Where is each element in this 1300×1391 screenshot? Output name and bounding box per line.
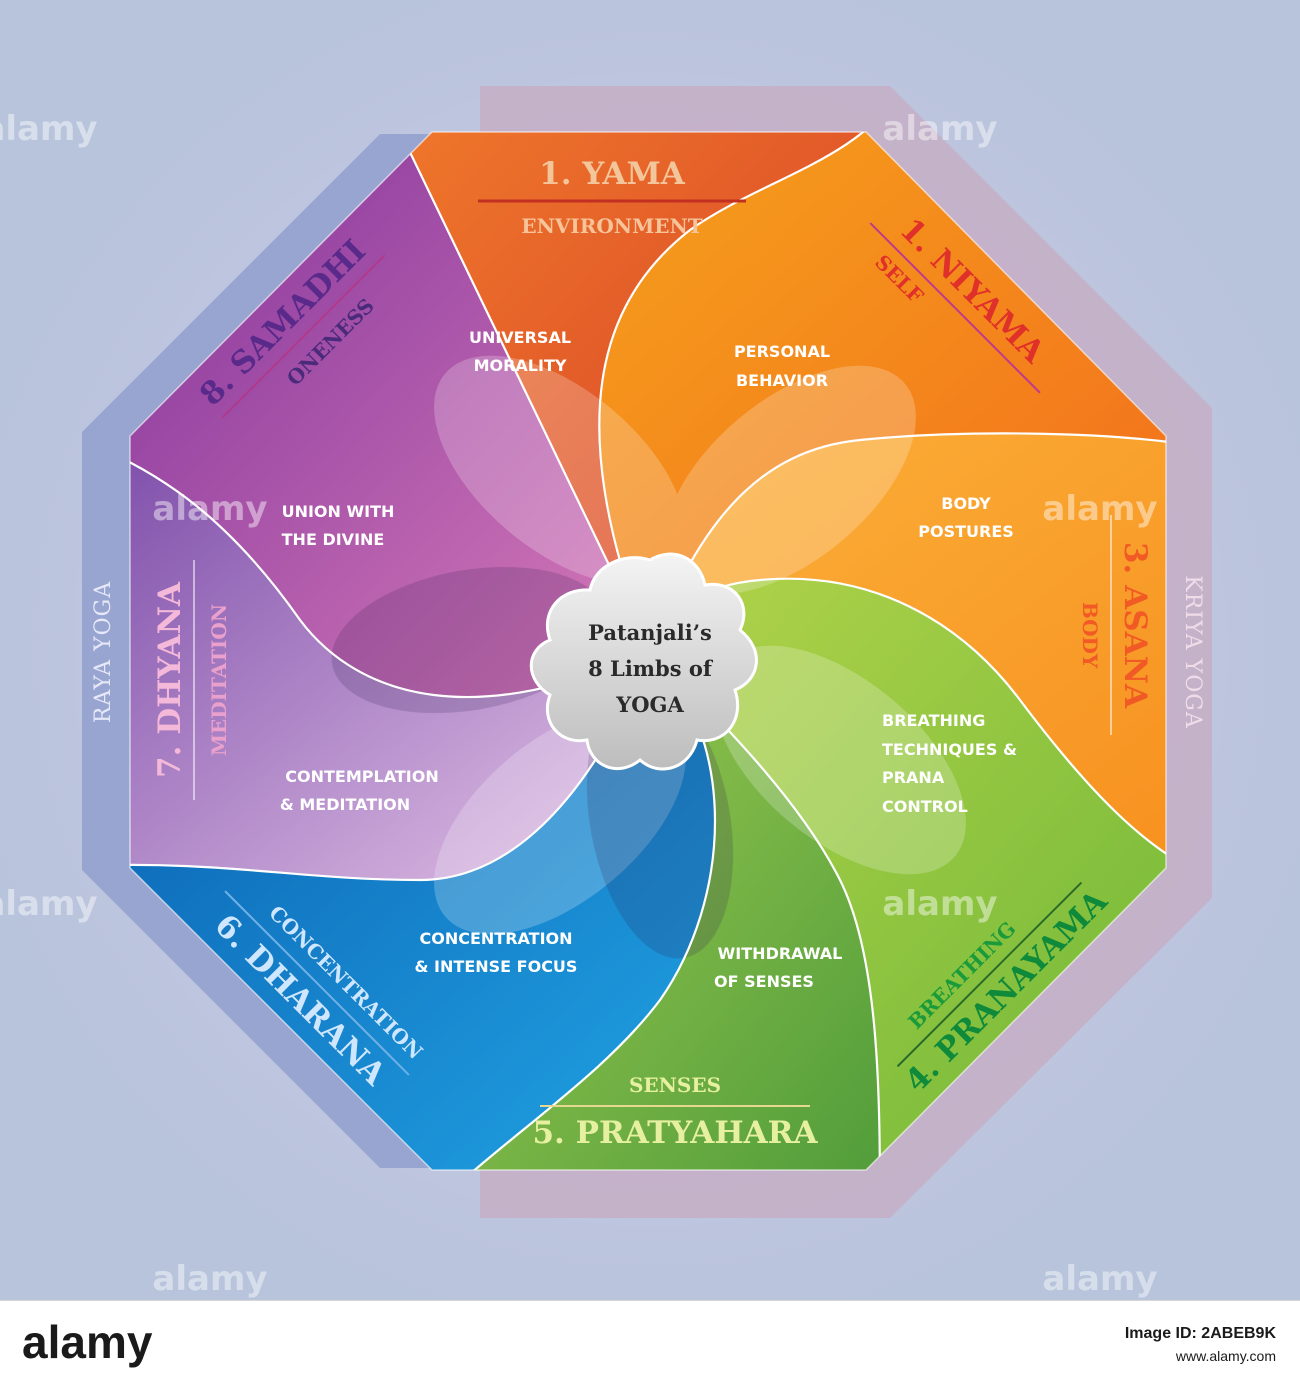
svg-text:& MEDITATION: & MEDITATION: [280, 795, 410, 814]
svg-text:PERSONAL: PERSONAL: [734, 342, 830, 361]
svg-text:alamy: alamy: [882, 109, 997, 149]
svg-text:MORALITY: MORALITY: [474, 356, 567, 375]
svg-text:UNION WITH: UNION WITH: [282, 502, 395, 521]
side-label-kriya-yoga: KRIYA YOGA: [1180, 575, 1205, 729]
svg-text:TECHNIQUES &: TECHNIQUES &: [882, 740, 1017, 759]
svg-text:BREATHING: BREATHING: [882, 711, 985, 730]
svg-text:BEHAVIOR: BEHAVIOR: [736, 371, 828, 390]
svg-text:alamy: alamy: [882, 884, 997, 924]
limb-subtitle-pratyahara: SENSES: [629, 1073, 721, 1097]
limb-title-pratyahara: 5. PRATYAHARA: [532, 1115, 818, 1151]
limb-title-dhyana: 7. DHYANA: [152, 581, 188, 778]
center-title-line1: Patanjali’s: [588, 620, 712, 645]
stock-footer: alamy Image ID: 2ABEB9K www.alamy.com: [0, 1300, 1300, 1391]
svg-text:alamy: alamy: [0, 884, 98, 924]
svg-text:alamy: alamy: [1042, 1259, 1157, 1299]
svg-text:BODY: BODY: [941, 494, 991, 513]
svg-text:OF SENSES: OF SENSES: [714, 972, 814, 991]
svg-text:WITHDRAWAL: WITHDRAWAL: [718, 944, 843, 963]
side-label-raya-yoga: RAYA YOGA: [91, 581, 116, 723]
svg-text:UNIVERSAL: UNIVERSAL: [469, 328, 571, 347]
svg-text:POSTURES: POSTURES: [918, 522, 1014, 541]
limb-subtitle-asana: BODY: [1078, 602, 1102, 669]
limb-title-yama: 1. YAMA: [539, 156, 686, 192]
svg-text:CONTROL: CONTROL: [882, 797, 968, 816]
limb-subtitle-dhyana: MEDITATION: [207, 604, 231, 756]
svg-text:alamy: alamy: [152, 1259, 267, 1299]
svg-text:PRANA: PRANA: [882, 768, 945, 787]
limb-title-asana: 3. ASANA: [1117, 542, 1153, 709]
footer-logo: alamy: [22, 1315, 152, 1369]
limb-subtitle-yama: ENVIRONMENT: [521, 214, 702, 238]
footer-reference: Image ID: 2ABEB9K www.alamy.com: [1125, 1323, 1276, 1367]
svg-text:CONCENTRATION: CONCENTRATION: [419, 929, 572, 948]
svg-text:THE DIVINE: THE DIVINE: [282, 530, 385, 549]
yoga-limbs-diagram: 1. YAMA ENVIRONMENT 1. NIYAMA SELF 3. AS…: [0, 0, 1300, 1300]
svg-text:& INTENSE FOCUS: & INTENSE FOCUS: [415, 957, 578, 976]
svg-text:alamy: alamy: [152, 489, 267, 529]
footer-image-id: Image ID: 2ABEB9K: [1125, 1323, 1276, 1345]
footer-site: www.alamy.com: [1176, 1348, 1276, 1364]
center-title-line2: 8 Limbs of: [588, 656, 714, 681]
svg-text:alamy: alamy: [1042, 489, 1157, 529]
svg-text:alamy: alamy: [0, 109, 98, 149]
center-title-line3: YOGA: [615, 692, 684, 717]
svg-text:CONTEMPLATION: CONTEMPLATION: [285, 767, 438, 786]
